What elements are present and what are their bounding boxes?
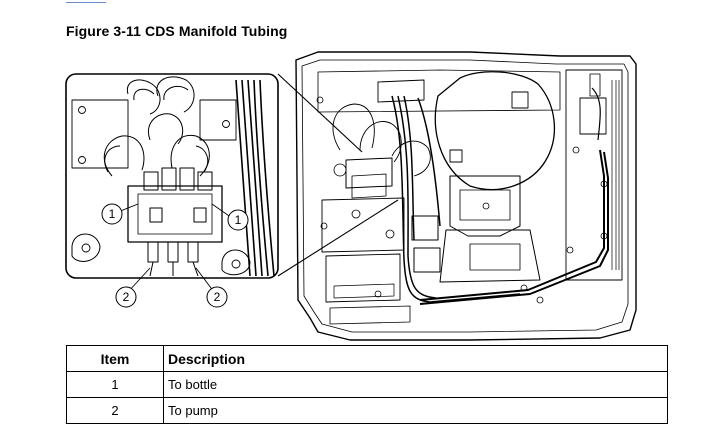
svg-text:2: 2: [123, 290, 130, 304]
item-cell: 2: [66, 397, 164, 424]
zoom-leader-lines: [277, 73, 399, 277]
table-row: 1 To bottle: [66, 371, 668, 398]
description-cell: To bottle: [163, 371, 668, 398]
item-cell: 1: [66, 371, 164, 398]
svg-text:1: 1: [109, 207, 116, 221]
description-cell: To pump: [163, 397, 668, 424]
page-link-fragment[interactable]: [66, 0, 106, 3]
callout-2-left: 2: [115, 286, 137, 308]
legend-table: Item Description 1 To bottle 2 To pump: [66, 345, 668, 424]
description-column-header: Description: [163, 345, 668, 372]
instrument-body: [295, 51, 637, 341]
svg-text:2: 2: [214, 290, 221, 304]
callout-1-left: 1: [101, 203, 123, 225]
legend-header-row: Item Description: [66, 345, 668, 372]
item-column-header: Item: [66, 345, 164, 372]
manifold-tubing-illustration: 1 1 2 2: [65, 51, 637, 341]
callout-2-right: 2: [206, 286, 228, 308]
svg-text:1: 1: [235, 213, 242, 227]
callout-1-right: 1: [227, 209, 249, 231]
detail-inset: [65, 73, 279, 279]
table-row: 2 To pump: [66, 397, 668, 424]
figure-title: Figure 3-11 CDS Manifold Tubing: [66, 23, 288, 39]
